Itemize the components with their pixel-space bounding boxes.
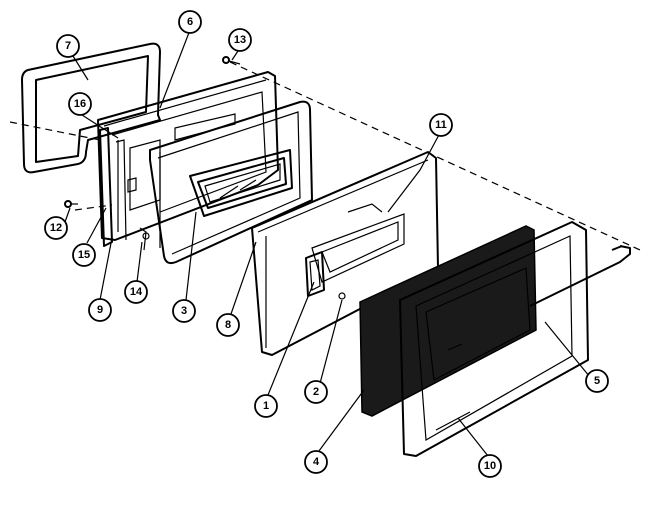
assembly-guide-lines — [9, 61, 641, 251]
window-glass-frame-part — [189, 149, 293, 217]
callout-14: 14 — [124, 280, 148, 304]
callout-12: 12 — [44, 216, 68, 240]
callout-6: 6 — [178, 10, 202, 34]
left-hinge-parts — [99, 127, 150, 251]
svg-text:13: 13 — [234, 34, 246, 46]
svg-text:15: 15 — [78, 249, 90, 261]
svg-text:10: 10 — [484, 460, 496, 472]
inner-door-panel-part — [149, 100, 313, 265]
callout-3: 3 — [172, 299, 196, 323]
svg-text:14: 14 — [130, 286, 143, 298]
callout-13: 13 — [228, 28, 252, 52]
svg-text:12: 12 — [50, 222, 62, 234]
callout-16: 16 — [68, 92, 92, 116]
callout-4: 4 — [304, 450, 328, 474]
hinge-bracket-part — [305, 251, 346, 300]
callout-8: 8 — [216, 313, 240, 337]
inner-door-liner-part — [97, 71, 279, 241]
svg-text:5: 5 — [594, 375, 600, 387]
callout-7: 7 — [56, 34, 80, 58]
callout-10: 10 — [478, 454, 502, 478]
screw-parts — [64, 56, 241, 208]
callout-5: 5 — [585, 369, 609, 393]
callout-2: 2 — [304, 380, 328, 404]
svg-text:9: 9 — [97, 304, 103, 316]
door-gasket-part — [21, 42, 161, 174]
svg-text:3: 3 — [181, 305, 187, 317]
svg-text:1: 1 — [263, 400, 269, 412]
svg-text:2: 2 — [313, 386, 319, 398]
callout-15: 15 — [72, 243, 96, 267]
svg-text:4: 4 — [313, 456, 320, 468]
svg-text:11: 11 — [435, 119, 447, 131]
callout-9: 9 — [88, 298, 112, 322]
door-handle-part — [529, 245, 631, 307]
callout-1: 1 — [254, 394, 278, 418]
svg-text:7: 7 — [65, 40, 71, 52]
svg-text:16: 16 — [74, 98, 86, 110]
leader-lines — [64, 29, 595, 457]
callout-11: 11 — [429, 113, 453, 137]
svg-text:6: 6 — [187, 16, 193, 28]
insulation-panel-part — [359, 225, 537, 417]
svg-text:8: 8 — [225, 319, 231, 331]
